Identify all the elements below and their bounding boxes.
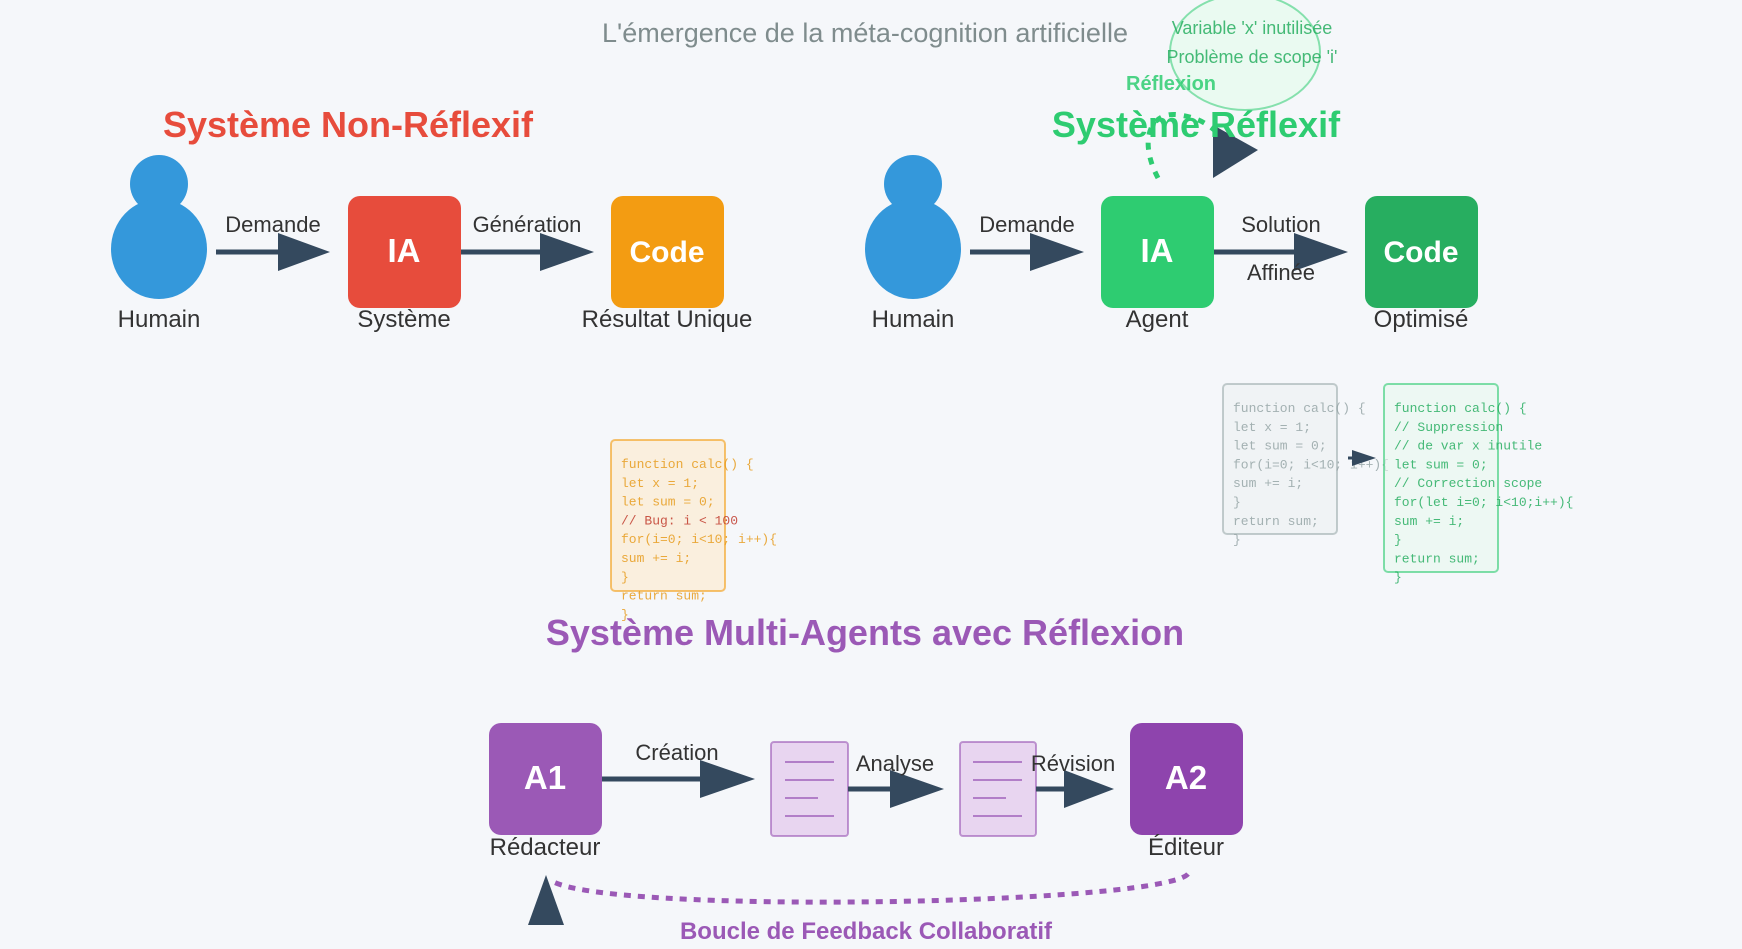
optimized-code-box-text: Code <box>1384 236 1459 269</box>
agent-a2-box <box>1130 723 1243 835</box>
buggy-code-panel <box>610 439 726 592</box>
refactor-arrow <box>1348 450 1376 466</box>
non-reflexive-section: Système Non-Réflexif Humain Demande IA S… <box>111 104 777 622</box>
code-line: // Bug: i < 100 <box>621 513 738 528</box>
agent-a1-label: Rédacteur <box>490 834 601 861</box>
reflection-loop-arrowhead <box>1213 125 1258 178</box>
reflection-label: Réflexion <box>1126 73 1216 95</box>
code-line: let x = 1; <box>1233 420 1311 435</box>
ia-agent-box <box>1101 196 1214 308</box>
reflexive-heading: Système Réflexif <box>1052 104 1341 145</box>
human-icon <box>865 155 961 299</box>
ia-agent-box-text: IA <box>1141 232 1174 269</box>
code-line: sum += i; <box>1394 514 1464 529</box>
analysis-arrow <box>848 770 944 808</box>
code-line: sum += i; <box>1233 476 1303 491</box>
code-result-box <box>611 196 724 308</box>
code-line: // de var x inutile <box>1394 439 1542 454</box>
refined-solution-label-2: Affinée <box>1247 260 1315 285</box>
code-result-label: Résultat Unique <box>582 306 753 333</box>
request-arrow <box>216 233 330 271</box>
refined-solution-label-1: Solution <box>1241 212 1321 237</box>
code-line: return sum; <box>1233 514 1319 529</box>
code-line: for(let i=0; i<10;i++){ <box>1394 495 1573 510</box>
after-code-lines: function calc() { // Suppression // de var… <box>1394 401 1573 585</box>
ia-system-box <box>348 196 461 308</box>
code-line: sum += i; <box>621 551 691 566</box>
ia-agent-label: Agent <box>1126 306 1189 333</box>
code-line: function calc() { <box>1394 401 1527 416</box>
human-icon <box>111 155 207 299</box>
code-line: let sum = 0; <box>621 495 715 510</box>
code-line: for(i=0; i<10; i++){ <box>1233 457 1389 472</box>
ia-system-label: Système <box>357 306 450 333</box>
code-line: let x = 1; <box>621 476 699 491</box>
creation-arrow <box>602 760 755 798</box>
human-label: Humain <box>872 306 955 333</box>
before-code-panel <box>1222 383 1338 535</box>
code-line: // Correction scope <box>1394 476 1542 491</box>
code-line: for(i=0; i<10; i++){ <box>621 532 777 547</box>
code-line: function calc() { <box>621 457 754 472</box>
reflection-bubble-line2: Problème de scope 'i' <box>1167 47 1338 67</box>
document-icon <box>959 741 1037 837</box>
code-line: let sum = 0; <box>1394 457 1488 472</box>
code-line: } <box>1394 533 1402 548</box>
feedback-loop-arrow <box>548 871 1190 905</box>
non-reflexive-heading: Système Non-Réflexif <box>163 104 534 145</box>
creation-arrow-label: Création <box>635 740 718 765</box>
multi-agent-heading: Système Multi-Agents avec Réflexion <box>546 612 1184 653</box>
request-arrow-label: Demande <box>225 212 320 237</box>
code-result-box-text: Code <box>630 236 705 269</box>
code-line: // Suppression <box>1394 420 1503 435</box>
before-code-lines: function calc() { let x = 1; let sum = 0; f… <box>1233 401 1389 548</box>
code-line: function calc() { <box>1233 401 1366 416</box>
agent-a1-box-text: A1 <box>524 759 566 796</box>
agent-a2-label: Éditeur <box>1148 834 1224 861</box>
revision-arrow <box>1036 770 1114 808</box>
code-line: return sum; <box>621 589 707 604</box>
code-line: } <box>621 570 629 585</box>
reflexive-section: Variable 'x' inutilisée Problème de scop… <box>865 0 1573 585</box>
code-line: } <box>621 607 629 622</box>
agent-a2-box-text: A2 <box>1165 759 1207 796</box>
code-line: } <box>1233 495 1241 510</box>
request-arrow <box>970 233 1084 271</box>
optimized-code-label: Optimisé <box>1374 306 1469 333</box>
agent-a1-box <box>489 723 602 835</box>
ia-system-box-text: IA <box>388 232 421 269</box>
revision-arrow-label: Révision <box>1031 751 1115 776</box>
generation-arrow <box>461 233 594 271</box>
human-label: Humain <box>118 306 201 333</box>
generation-arrow-label: Génération <box>473 212 582 237</box>
code-line: } <box>1233 533 1241 548</box>
multi-agent-section: Système Multi-Agents avec Réflexion A1 R… <box>489 612 1243 945</box>
feedback-loop-label: Boucle de Feedback Collaboratif <box>680 918 1053 945</box>
document-icon <box>770 741 849 837</box>
optimized-code-box <box>1365 196 1478 308</box>
request-arrow-label: Demande <box>979 212 1074 237</box>
buggy-code-lines: function calc() { let x = 1; let sum = 0; /… <box>621 457 777 622</box>
analysis-arrow-label: Analyse <box>856 751 934 776</box>
reflection-bubble-line1: Variable 'x' inutilisée <box>1172 18 1333 38</box>
reflection-bubble <box>1169 0 1321 111</box>
page-title: L'émergence de la méta-cognition artific… <box>602 18 1128 48</box>
code-line: return sum; <box>1394 551 1480 566</box>
feedback-loop-arrowhead <box>528 875 564 925</box>
code-line: } <box>1394 570 1402 585</box>
refined-solution-arrow <box>1214 233 1348 271</box>
code-line: let sum = 0; <box>1233 439 1327 454</box>
after-code-panel <box>1383 383 1499 573</box>
